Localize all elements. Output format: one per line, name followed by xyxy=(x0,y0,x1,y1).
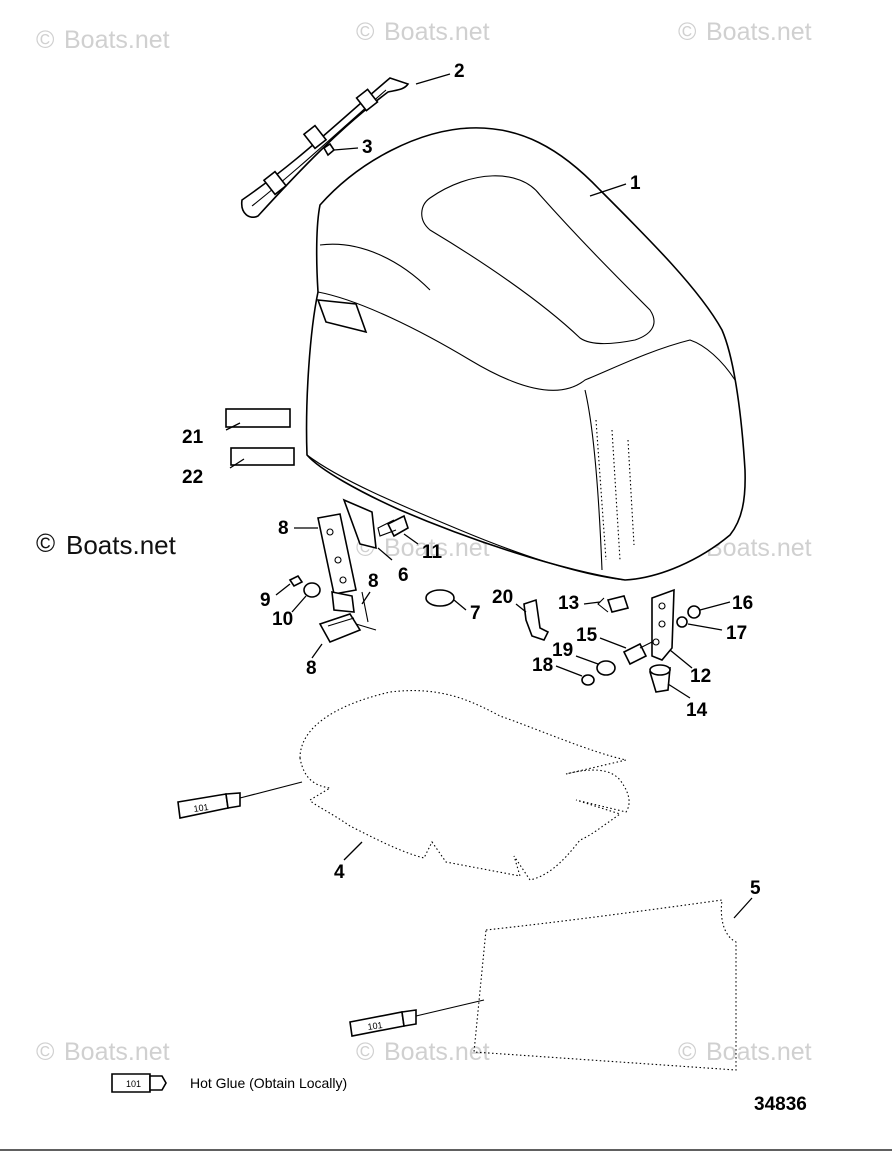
callout-18: 18 xyxy=(532,655,553,676)
legend-text: Hot Glue (Obtain Locally) xyxy=(190,1075,347,1091)
watermark-symbol-dark: © xyxy=(36,528,55,558)
glue-tube-upper: 101 xyxy=(177,781,303,819)
watermark-text: Boats.net xyxy=(64,1038,170,1066)
part-17-washer xyxy=(676,616,688,628)
callout-8a: 8 xyxy=(278,518,289,539)
part-5-foam-sheet xyxy=(473,899,737,1071)
watermark-symbol: © xyxy=(356,18,375,46)
callout-4: 4 xyxy=(334,862,345,883)
callout-12: 12 xyxy=(690,666,711,687)
callout-1: 1 xyxy=(630,173,641,194)
watermarks: © Boats.net © Boats.net © Boats.net © Bo… xyxy=(36,18,812,1066)
callout-13: 13 xyxy=(558,593,579,614)
callout-2: 2 xyxy=(454,61,465,82)
legend-tube-code: 101 xyxy=(126,1079,141,1089)
part-13-screw xyxy=(597,595,630,613)
watermark-text: Boats.net xyxy=(706,1038,812,1066)
part-14-grommet xyxy=(648,664,671,693)
callout-16: 16 xyxy=(732,593,753,614)
watermark-symbol: © xyxy=(678,1038,697,1066)
leader-lines xyxy=(225,73,753,919)
callout-21: 21 xyxy=(182,427,204,448)
callout-7: 7 xyxy=(470,603,481,624)
part-21-decal xyxy=(225,408,291,428)
watermark-text: Boats.net xyxy=(706,18,812,46)
part-16-nut xyxy=(687,605,701,619)
part-19-bushing xyxy=(596,660,616,676)
callout-8b: 8 xyxy=(368,571,379,592)
tube-code: 101 xyxy=(367,1020,383,1032)
callout-17: 17 xyxy=(726,623,747,644)
part-12-latch-bracket xyxy=(651,588,675,661)
callout-10: 10 xyxy=(272,609,293,630)
callout-6: 6 xyxy=(398,565,409,586)
watermark-symbol: © xyxy=(356,1038,375,1066)
part-10-bushing xyxy=(303,582,321,598)
sealant-legend: 101 Hot Glue (Obtain Locally) xyxy=(111,1073,347,1093)
callout-14: 14 xyxy=(686,700,708,721)
callout-22: 22 xyxy=(182,467,203,488)
callout-20: 20 xyxy=(492,587,513,608)
part-4-foam-pad xyxy=(299,690,630,881)
callout-8c: 8 xyxy=(306,658,317,679)
tube-code: 101 xyxy=(193,802,209,814)
part-20-clip xyxy=(523,598,550,641)
part-2-trim-strip xyxy=(240,77,410,218)
watermark-text-dark: Boats.net xyxy=(66,530,177,560)
part-15-stud xyxy=(622,641,653,666)
watermark-symbol: © xyxy=(36,1038,55,1066)
callout-15: 15 xyxy=(576,625,598,646)
part-9-washer xyxy=(288,574,304,588)
part-7-plug xyxy=(425,589,455,607)
callout-labels: 1 2 3 4 5 6 7 8 8 8 9 10 11 12 13 14 15 … xyxy=(182,61,761,899)
callout-11: 11 xyxy=(422,542,443,563)
callout-3: 3 xyxy=(362,137,373,158)
watermark-symbol: © xyxy=(678,18,697,46)
document-number: 34836 xyxy=(754,1094,807,1115)
watermark-text: Boats.net xyxy=(384,18,490,46)
callout-5: 5 xyxy=(750,878,761,899)
legend-tube-icon xyxy=(111,1073,151,1093)
part-22-decal xyxy=(230,447,295,466)
callout-19: 19 xyxy=(552,640,573,661)
part-8-bracket-assembly xyxy=(317,498,377,644)
watermark-symbol: © xyxy=(36,26,55,54)
watermark-text: Boats.net xyxy=(64,26,170,54)
glue-tube-lower: 101 xyxy=(349,999,485,1037)
part-1-top-cowl xyxy=(305,127,746,581)
part-11-screw xyxy=(377,514,409,538)
callout-9: 9 xyxy=(260,590,271,611)
part-18-nut xyxy=(581,674,595,686)
watermark-text: Boats.net xyxy=(384,1038,490,1066)
